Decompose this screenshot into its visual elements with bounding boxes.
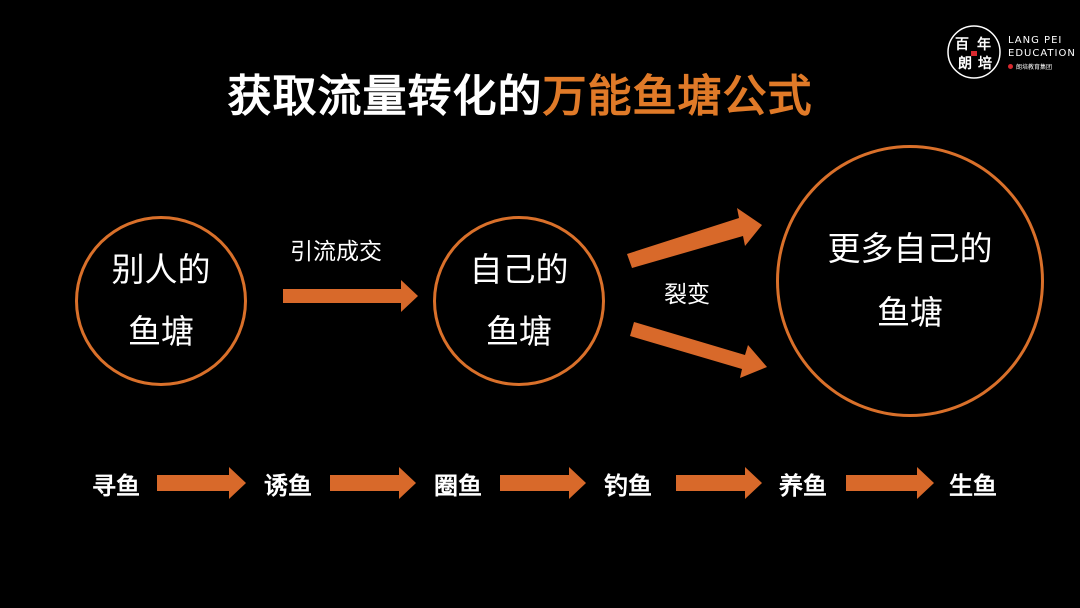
- arrow-down-right-icon: [630, 322, 767, 378]
- logo-subtext-label: 朗培教育集团: [1016, 64, 1053, 71]
- process-step-3: 圈鱼: [434, 472, 482, 500]
- process-arrow-2-icon: [330, 467, 416, 499]
- process-arrow-3-icon: [500, 467, 586, 499]
- title-part-orange: 万能鱼塘公式: [542, 71, 813, 122]
- arrow-label-conversion: 引流成交: [290, 239, 382, 265]
- circle-others-pond: 别人的 鱼塘: [75, 216, 247, 386]
- logo-text: LANG PEI EDUCATION: [1008, 34, 1076, 60]
- arrow-label-fission: 裂变: [664, 282, 710, 308]
- process-arrow-5-icon: [846, 467, 934, 499]
- circle-others-pond-line1: 别人的: [111, 250, 211, 289]
- logo-subtext: 朗培教育集团: [1008, 62, 1052, 71]
- process-step-4: 钓鱼: [604, 472, 652, 500]
- seal-char-3: 朗: [958, 55, 972, 72]
- arrow-up-right-icon: [627, 208, 762, 268]
- seal-char-2: 年: [977, 36, 991, 53]
- circle-own-pond-line2: 鱼塘: [486, 312, 552, 351]
- circle-more-own-ponds-line2: 鱼塘: [877, 293, 943, 332]
- circle-more-own-ponds: 更多自己的 鱼塘: [776, 145, 1044, 417]
- circle-own-pond: 自己的 鱼塘: [433, 216, 605, 386]
- process-step-6: 生鱼: [949, 472, 997, 500]
- brand-logo: 百 年 朗 培 LANG PEI EDUCATION 朗培教育集团: [946, 24, 1075, 80]
- arrow-right-icon: [283, 280, 418, 312]
- logo-text-line2: EDUCATION: [1008, 48, 1076, 59]
- circle-more-own-ponds-line1: 更多自己的: [827, 229, 993, 268]
- circle-own-pond-line1: 自己的: [469, 250, 569, 289]
- process-step-2: 诱鱼: [264, 472, 312, 500]
- seal-char-1: 百: [955, 37, 969, 53]
- seal-char-4: 培: [978, 55, 992, 72]
- page-title: 获取流量转化的万能鱼塘公式: [0, 60, 1040, 124]
- process-arrow-4-icon: [676, 467, 762, 499]
- logo-text-line1: LANG PEI: [1008, 35, 1063, 46]
- process-step-5: 养鱼: [779, 472, 827, 500]
- title-part-white: 获取流量转化的: [227, 71, 543, 122]
- circle-others-pond-line2: 鱼塘: [128, 312, 194, 351]
- logo-dot-icon: [1008, 64, 1013, 69]
- process-step-1: 寻鱼: [92, 472, 140, 500]
- seal-logo-icon: 百 年 朗 培: [947, 25, 1001, 79]
- process-arrow-1-icon: [157, 467, 246, 499]
